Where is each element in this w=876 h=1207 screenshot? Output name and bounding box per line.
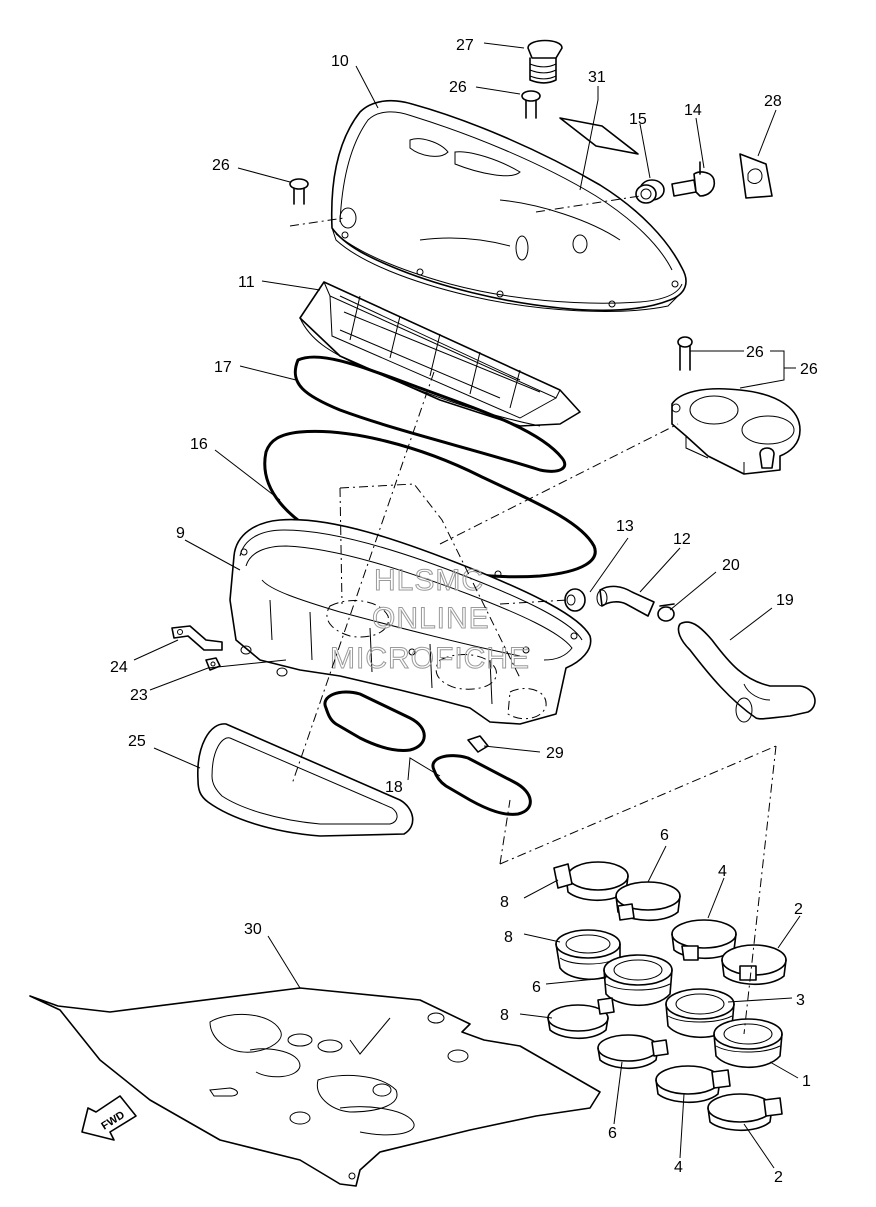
joint-5 xyxy=(603,954,673,1006)
air-joint-24 xyxy=(671,387,801,475)
hose-19 xyxy=(677,621,816,723)
callout-6-lower: 6 xyxy=(608,1125,617,1142)
callout-31: 31 xyxy=(588,69,606,86)
seal-18-left xyxy=(323,690,426,752)
callout-26-left: 26 xyxy=(212,157,230,174)
callout-18: 18 xyxy=(385,779,403,796)
clamp-20 xyxy=(657,603,675,622)
clamp-8-lower xyxy=(547,997,615,1040)
callout-2-upper: 2 xyxy=(794,901,803,918)
callout-15: 15 xyxy=(629,111,647,128)
callout-3: 3 xyxy=(796,992,805,1009)
bracket-22 xyxy=(171,625,223,651)
screw-26-upper xyxy=(521,90,541,119)
heat-shield-30 xyxy=(29,987,601,1187)
watermark-line-3: MICROFICHE xyxy=(330,642,530,675)
clip-28 xyxy=(739,153,773,199)
callout-22: 24 xyxy=(110,659,128,676)
label-sticker-31 xyxy=(559,117,639,155)
air-cleaner-case xyxy=(229,518,592,725)
callout-20: 20 xyxy=(722,557,740,574)
clamp-29 xyxy=(467,735,489,753)
callout-11: 11 xyxy=(238,274,255,291)
callout-13: 13 xyxy=(616,518,634,535)
hose-12 xyxy=(596,585,655,617)
callout-26-upper: 26 xyxy=(449,79,467,96)
clamp-2-upper xyxy=(721,944,787,986)
clamp-6-upper xyxy=(615,881,681,922)
leader-lines xyxy=(133,42,801,1169)
grommet-15 xyxy=(635,179,665,204)
joint-3 xyxy=(665,988,735,1038)
assembly-center-lines xyxy=(289,195,777,1035)
watermark-line-2: ONLINE xyxy=(372,602,490,635)
callout-6-upper: 6 xyxy=(660,827,669,844)
cap-27 xyxy=(527,39,563,84)
seal-18-right xyxy=(431,754,532,816)
callout-25: 26 xyxy=(746,344,764,361)
callout-14: 14 xyxy=(684,102,702,119)
seal-23 xyxy=(197,723,414,837)
callout-9: 9 xyxy=(176,525,185,542)
callout-30: 30 xyxy=(244,921,262,938)
callout-1: 1 xyxy=(802,1073,811,1090)
callout-23: 25 xyxy=(128,733,146,750)
callout-17: 17 xyxy=(214,359,232,376)
callout-21: 23 xyxy=(130,687,148,704)
callout-28: 28 xyxy=(764,93,782,110)
watermark: HLSMC ONLINE MICROFICHE xyxy=(330,564,530,676)
fitting-14 xyxy=(671,161,716,197)
screw-26-left xyxy=(289,178,309,205)
callout-4-lower: 4 xyxy=(674,1159,683,1176)
grommet-13 xyxy=(564,588,586,612)
callout-5: 6 xyxy=(532,979,541,996)
callout-24: 26 xyxy=(800,361,818,378)
seal-17 xyxy=(293,355,567,473)
joint-1 xyxy=(713,1018,783,1068)
callout-4-upper: 4 xyxy=(718,863,727,880)
callout-10: 10 xyxy=(331,53,349,70)
callout-2-lower: 2 xyxy=(774,1169,783,1186)
callout-16: 16 xyxy=(190,436,208,453)
callout-8-lower: 8 xyxy=(500,1007,509,1024)
callout-19: 19 xyxy=(776,592,794,609)
clamp-4-lower xyxy=(655,1065,731,1104)
air-cleaner-cover xyxy=(330,99,687,312)
clamp-6-lower xyxy=(597,1034,669,1070)
forward-direction-badge: FWD xyxy=(81,1095,137,1141)
callout-27: 27 xyxy=(456,37,474,54)
callout-8-upper: 8 xyxy=(500,894,509,911)
callout-labels: 10 27 26 31 15 14 28 26 11 17 26 26 16 9… xyxy=(110,37,818,1186)
callout-7: 8 xyxy=(504,929,513,946)
callout-12: 12 xyxy=(673,531,691,548)
clamp-4-upper xyxy=(671,919,737,961)
bolt-25 xyxy=(677,336,693,371)
watermark-line-1: HLSMC xyxy=(374,564,484,597)
clamp-2-lower xyxy=(707,1093,783,1132)
callout-29: 29 xyxy=(546,745,564,762)
